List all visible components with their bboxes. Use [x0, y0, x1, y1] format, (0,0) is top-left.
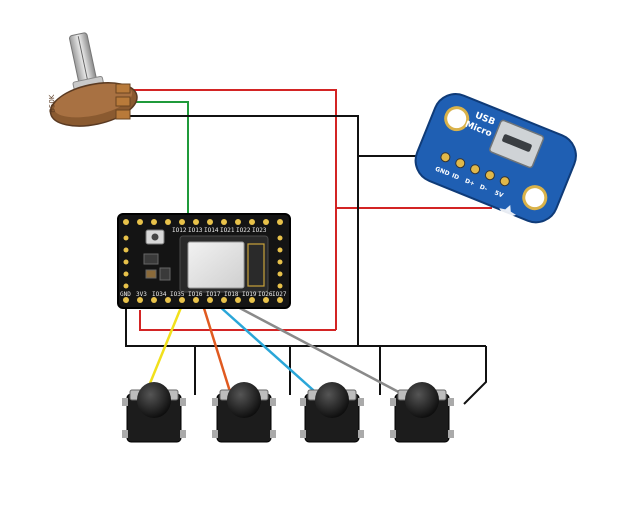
usb-pin-dminus	[484, 170, 495, 181]
pot-pin-2	[115, 96, 131, 107]
mcu-top-pins	[123, 219, 283, 225]
pot-pin-3	[115, 109, 131, 120]
mcu-bottom-label-6: IO18	[224, 291, 239, 298]
smd-component-1	[143, 253, 159, 265]
smd-component-3	[159, 267, 171, 281]
wire-green	[130, 101, 189, 222]
wire-black-mcu	[125, 305, 486, 347]
usb-pin-label-5v: 5V	[493, 190, 504, 200]
usb-micro-board: USB Micro GND ID D+ D- 5V	[414, 93, 577, 224]
button-cap-2[interactable]	[227, 382, 261, 418]
wire-black-pot	[130, 115, 359, 346]
tactile-button-2[interactable]	[212, 382, 276, 443]
mcu-bottom-label-7: IO19	[242, 291, 257, 298]
mcu-top-label-1: IO13	[188, 227, 203, 234]
usb-pin-dplus	[470, 164, 481, 175]
mcu-bottom-label-9: IO27	[272, 291, 287, 298]
button-cap-3[interactable]	[315, 382, 349, 418]
wire-red-mcu	[139, 310, 336, 331]
usb-pin-gnd	[440, 152, 451, 163]
button-cap-4[interactable]	[405, 382, 439, 418]
pot-pin-1	[115, 83, 131, 94]
usb-pin-label-dplus: D+	[464, 178, 476, 188]
mcu-bottom-label-2: IO34	[152, 291, 167, 298]
mcu-bottom-pins	[123, 297, 283, 303]
mcu-top-label-0: IO12	[172, 227, 187, 234]
mcu-top-label-2: IO14	[204, 227, 219, 234]
antenna-trace	[247, 243, 265, 287]
mcu-top-label-5: IO23	[252, 227, 267, 234]
mcu-bottom-label-4: IO16	[188, 291, 203, 298]
mcu-board: IO12 IO13 IO14 IO21 IO22 IO23 GND 3V3 IO…	[117, 213, 291, 309]
usb-mount-hole-right	[522, 185, 548, 211]
tactile-button-4[interactable]	[390, 382, 454, 443]
wires	[125, 89, 492, 405]
mcu-bottom-label-0: GND	[120, 291, 131, 298]
wire-black-btn4	[463, 346, 487, 405]
mcu-top-label-4: IO22	[236, 227, 251, 234]
tactile-button-1[interactable]	[122, 382, 186, 443]
mcu-bottom-label-1: 3V3	[136, 291, 147, 298]
mcu-bottom-label-3: IO35	[170, 291, 185, 298]
button-cap-1[interactable]	[137, 382, 171, 418]
usb-pin-label-id: ID	[451, 172, 460, 181]
star-logo	[499, 204, 516, 223]
wire-orange	[201, 304, 234, 399]
usb-pin-id	[455, 158, 466, 169]
mcu-top-label-3: IO21	[220, 227, 235, 234]
usb-mount-hole-left	[444, 106, 470, 132]
mcu-bottom-label-8: IO26	[258, 291, 273, 298]
potentiometer: B50K	[48, 32, 138, 127]
wifi-module-can	[187, 241, 245, 289]
pot-pins	[115, 83, 131, 120]
smd-component-2	[145, 269, 157, 279]
mcu-side-pins	[123, 235, 283, 289]
usb-pin-label-dminus: D-	[479, 184, 489, 194]
wire-gray	[233, 303, 411, 400]
usb-pin-5v	[499, 176, 510, 187]
wire-blue	[217, 304, 323, 399]
tactile-button-3[interactable]	[300, 382, 364, 443]
pot-label: B50K	[48, 94, 57, 113]
wire-red-pot	[130, 89, 337, 330]
mcu-bottom-label-5: IO17	[206, 291, 221, 298]
